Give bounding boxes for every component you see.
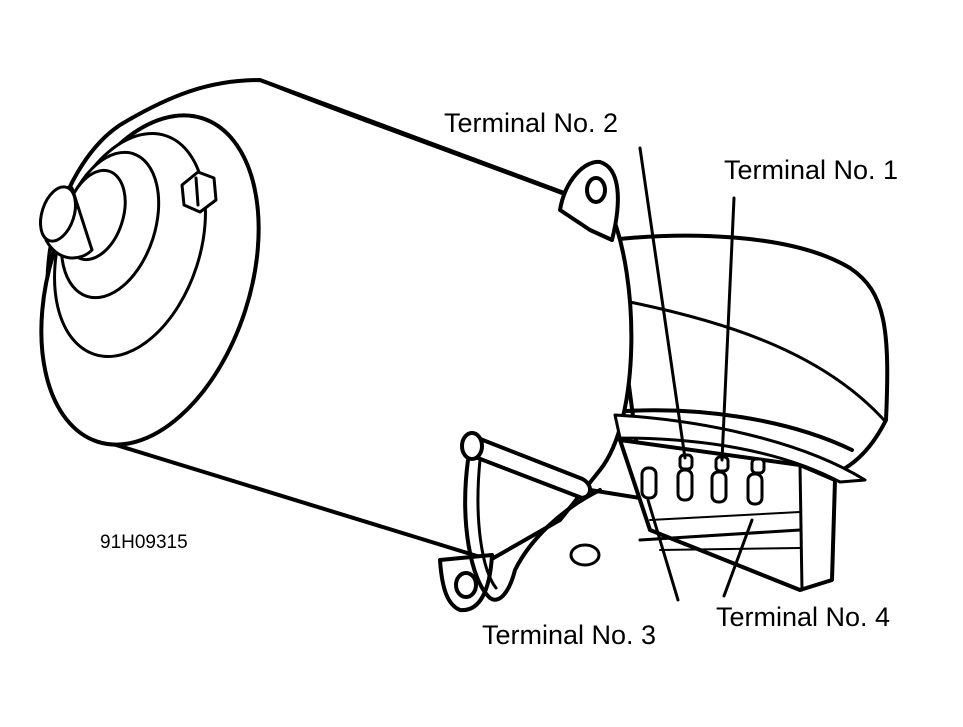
leader-terminal-2 xyxy=(638,146,687,460)
figure-code: 91H09315 xyxy=(100,532,188,553)
leader-terminal-1 xyxy=(720,196,736,462)
label-terminal-4: Terminal No. 4 xyxy=(716,602,891,632)
body-screw xyxy=(180,170,218,214)
label-terminal-3: Terminal No. 3 xyxy=(482,620,657,650)
bottom-nut xyxy=(569,543,601,567)
leader-terminal-3 xyxy=(646,498,680,602)
label-terminal-2: Terminal No. 2 xyxy=(444,108,619,138)
leader-terminal-4 xyxy=(722,518,754,598)
mounting-ear-top xyxy=(558,159,620,242)
connector-block xyxy=(613,413,867,592)
leader-lines xyxy=(638,146,754,602)
mounting-ear-bottom xyxy=(438,553,494,613)
wire-harness xyxy=(460,431,642,602)
label-terminal-1: Terminal No. 1 xyxy=(724,155,899,185)
